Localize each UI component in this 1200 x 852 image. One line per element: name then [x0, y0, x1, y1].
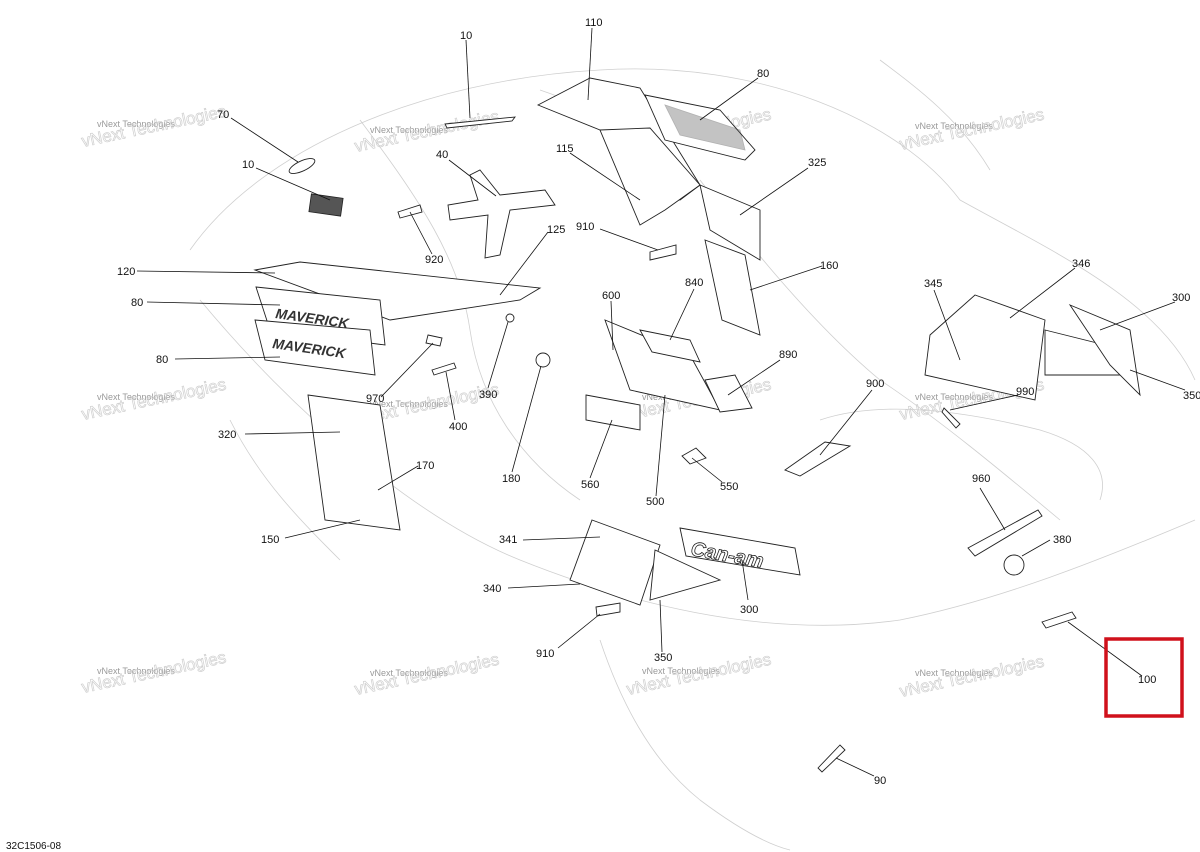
decal-part — [699, 184, 761, 261]
callout-number: 341 — [499, 534, 517, 546]
callout-number: 180 — [502, 473, 520, 485]
callout-number: 300 — [740, 604, 758, 616]
decal-part — [505, 313, 515, 323]
decal-part — [649, 244, 677, 261]
decal-part — [569, 519, 661, 606]
callout-number: 350 — [654, 652, 672, 664]
decal-part — [595, 602, 621, 617]
callout-number: 910 — [536, 648, 554, 660]
callout-number: 110 — [585, 17, 603, 29]
decal-part — [967, 509, 1043, 557]
callout-number: 900 — [866, 378, 884, 390]
watermark-group: vNext Technologies vNext Technologies vN… — [80, 101, 1047, 701]
callout-number: 600 — [602, 290, 620, 302]
decal-part — [585, 394, 641, 431]
decal-part — [308, 193, 344, 217]
callout-number: 90 — [874, 775, 886, 787]
decal-part — [941, 407, 961, 429]
callout-number: 120 — [117, 266, 135, 278]
callout-number: 550 — [720, 481, 738, 493]
decal-part — [444, 116, 516, 129]
callout-number: 10 — [242, 159, 254, 171]
callout-number: 170 — [416, 460, 434, 472]
decal-part — [704, 239, 761, 336]
watermark: vNext Technologies — [97, 392, 175, 402]
x-badge — [447, 169, 556, 259]
decal-part — [704, 374, 753, 413]
callout-number: 500 — [646, 496, 664, 508]
callout-number: 340 — [483, 583, 501, 595]
decal-part — [254, 319, 376, 376]
callout-number: 320 — [218, 429, 236, 441]
watermark: vNext Technologies — [370, 668, 448, 678]
decal-part — [1041, 611, 1077, 629]
callout-number: 840 — [685, 277, 703, 289]
diagram-reference: 32C1506-08 — [6, 841, 61, 852]
callout-number: 960 — [972, 473, 990, 485]
callout-number: 910 — [576, 221, 594, 233]
watermark: vNext Technologies — [915, 392, 993, 402]
decal-part — [817, 744, 846, 773]
watermark: vNext Technologies — [97, 666, 175, 676]
callout-number: 125 — [547, 224, 565, 236]
decal-part — [535, 352, 551, 368]
callout-number: 990 — [1016, 386, 1034, 398]
callout-number: 325 — [808, 157, 826, 169]
decal-part — [397, 204, 423, 219]
decal-part — [681, 447, 707, 465]
decal-part — [604, 319, 721, 411]
brand-plate — [679, 527, 801, 576]
callout-number: 150 — [261, 534, 279, 546]
callout-number: 80 — [156, 354, 168, 366]
callout-number: 920 — [425, 254, 443, 266]
decal-part — [1003, 554, 1025, 576]
watermark: vNext Technologies — [97, 119, 175, 129]
decal-part — [307, 394, 401, 531]
decal-part — [431, 362, 457, 376]
decal-parts: MAVERICK MAVERICK Can-am — [253, 77, 1141, 773]
callout-number: 890 — [779, 349, 797, 361]
decal-part — [649, 549, 722, 601]
callout-number: 40 — [436, 149, 448, 161]
decal-part — [1068, 304, 1141, 397]
watermark: vNext Technologies — [915, 121, 993, 131]
watermark: vNext Technologies — [370, 399, 448, 409]
watermark: vNext Technologies — [370, 125, 448, 135]
decal-part — [644, 94, 756, 161]
decal-part — [664, 104, 746, 151]
callout-number: 345 — [924, 278, 942, 290]
callout-number: 380 — [1053, 534, 1071, 546]
callout-number: 346 — [1072, 258, 1090, 270]
decal-part — [924, 294, 1046, 401]
callout-number: 100 — [1138, 674, 1156, 686]
decal-part — [784, 441, 852, 477]
watermark: vNext Technologies — [915, 668, 993, 678]
callout-number: 350 — [1183, 390, 1200, 402]
callout-number: 115 — [556, 143, 574, 155]
highlight-box[interactable] — [1104, 637, 1184, 718]
decal-part — [599, 127, 701, 226]
decal-part — [639, 329, 701, 363]
callout-number: 970 — [366, 393, 384, 405]
watermark: vNext Technologies — [642, 666, 720, 676]
callout-number: 400 — [449, 421, 467, 433]
callout-number: 70 — [217, 109, 229, 121]
callout-number: 10 — [460, 30, 472, 42]
decal-part — [425, 334, 443, 347]
leader-lines — [136, 27, 1186, 777]
callout-number: 390 — [479, 389, 497, 401]
callout-number: 80 — [131, 297, 143, 309]
callout-number: 300 — [1172, 292, 1190, 304]
callout-number: 560 — [581, 479, 599, 491]
callouts: 10 110 80 70 10 40 115 325 910 125 120 8… — [117, 17, 1200, 787]
callout-number: 160 — [820, 260, 838, 272]
decal-part — [288, 158, 316, 174]
callout-number: 80 — [757, 68, 769, 80]
